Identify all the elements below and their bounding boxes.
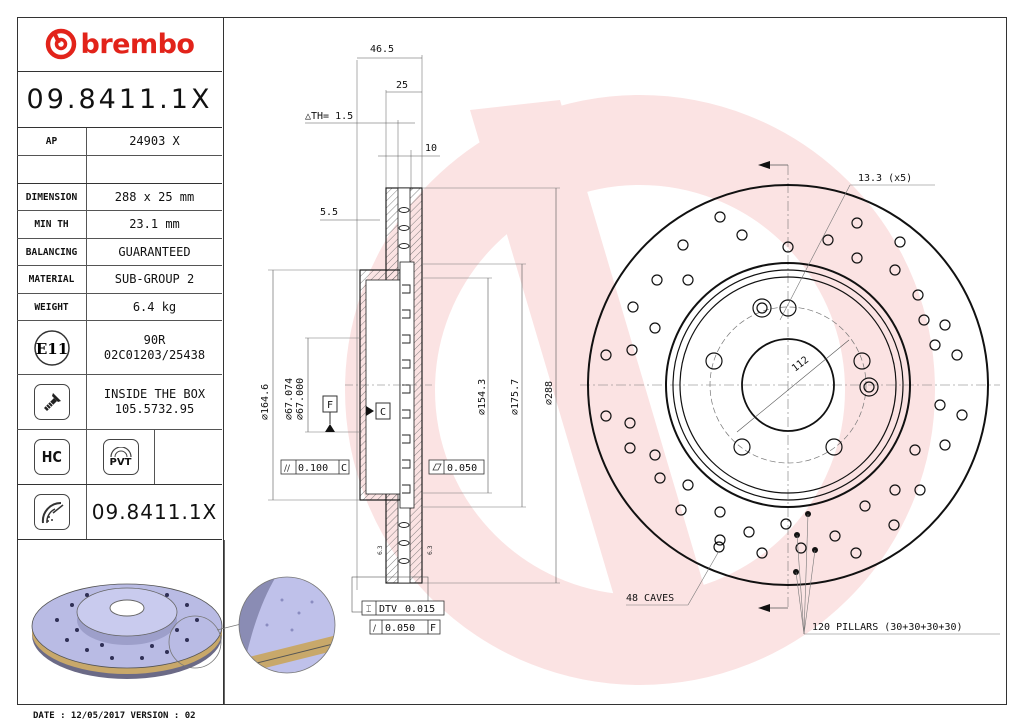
dtv-tolerance: ⌶ DTV 0.015	[351, 576, 445, 616]
spec-label: BALANCING	[17, 239, 87, 265]
svg-text:⌀67.074: ⌀67.074	[284, 378, 295, 420]
inside-box-label: INSIDE THE BOX	[103, 387, 206, 401]
caves-callout: 48 CAVES	[626, 593, 674, 604]
spec-sidebar: brembo 09.8411.1X AP 24903 X DIMENSION 2…	[17, 17, 224, 705]
logo-row: brembo	[17, 17, 222, 72]
spec-label: AP	[17, 128, 87, 155]
spec-row-empty	[17, 156, 222, 184]
svg-text:6.3: 6.3	[427, 545, 434, 555]
spec-label	[17, 156, 87, 183]
reference-part-number: 09.8411.1X	[91, 499, 218, 524]
pillars-callout: 120 PILLARS (30+30+30+30)	[812, 622, 963, 633]
spec-value: SUB-GROUP 2	[114, 272, 195, 286]
spec-row-weight: WEIGHT 6.4 kg	[17, 294, 222, 321]
drilled-holes	[600, 211, 968, 559]
svg-text://: //	[284, 464, 291, 474]
screw-cell	[17, 375, 87, 429]
spec-label: WEIGHT	[17, 294, 87, 320]
svg-text:⌀175.7: ⌀175.7	[510, 379, 521, 415]
spec-value: 23.1 mm	[129, 217, 180, 231]
part-number-row: 09.8411.1X	[17, 72, 222, 128]
svg-text:⌀67.000: ⌀67.000	[295, 378, 306, 420]
brand-name: brembo	[80, 28, 195, 60]
spec-row-material: MATERIAL SUB-GROUP 2	[17, 266, 222, 294]
runout-tolerance: / 0.050 F	[369, 619, 441, 635]
svg-text:⌀154.3: ⌀154.3	[477, 379, 488, 415]
svg-text:112: 112	[790, 355, 811, 375]
svg-text:/: /	[373, 624, 377, 634]
svg-text:F: F	[430, 623, 436, 634]
hc-badge-icon: HC	[33, 439, 70, 475]
reference-row: 09.8411.1X	[17, 485, 222, 540]
svg-text:46.5: 46.5	[370, 44, 394, 55]
svg-text:DTV: DTV	[379, 604, 397, 615]
homologation-code: 90R	[143, 332, 166, 347]
svg-text:5.5: 5.5	[320, 207, 338, 218]
disc-3d-image	[31, 583, 258, 679]
svg-text:E11: E11	[35, 340, 67, 358]
brembo-logo: brembo	[17, 17, 222, 71]
parallelism-tolerance: // 0.100 C	[280, 459, 350, 475]
spec-label: DIMENSION	[17, 184, 87, 210]
svg-text:6.3: 6.3	[377, 545, 384, 555]
hc-cell: HC	[17, 430, 87, 484]
flatness-tolerance: 0.050	[428, 459, 485, 475]
svg-text:⌀288: ⌀288	[544, 381, 555, 405]
spec-label: MATERIAL	[17, 266, 87, 293]
svg-text:0.050: 0.050	[447, 463, 477, 474]
spec-row-dimension: DIMENSION 288 x 25 mm	[17, 184, 222, 211]
svg-text:⌀164.6: ⌀164.6	[260, 384, 271, 420]
svg-text:0.100: 0.100	[298, 463, 328, 474]
svg-text:△TH= 1.5: △TH= 1.5	[305, 111, 353, 122]
svg-text:25: 25	[396, 80, 408, 91]
drilled-disc-icon	[33, 494, 70, 530]
pvt-cell: PVT	[87, 430, 155, 484]
spec-value: 288 x 25 mm	[114, 189, 195, 204]
disc-thumb-cell	[17, 485, 87, 539]
pillar-markers	[793, 511, 818, 575]
e11-cell: E11	[17, 321, 87, 374]
brembo-disc-icon	[45, 28, 76, 60]
section-view: 46.5 25 △TH= 1.5 10 5.5 ⌀164.6	[260, 44, 560, 635]
svg-text:0.050: 0.050	[385, 623, 415, 634]
svg-text:C: C	[380, 407, 386, 418]
spec-row-min-th: MIN TH 23.1 mm	[17, 211, 222, 239]
date-version: DATE : 12/05/2017 VERSION : 02	[33, 711, 196, 721]
pvt-badge-icon: PVT	[102, 439, 139, 475]
spec-value: 24903 X	[129, 134, 180, 148]
inside-box-row: INSIDE THE BOX 105.5732.95	[17, 375, 222, 430]
spec-label: MIN TH	[17, 211, 87, 238]
screw-icon	[33, 384, 70, 420]
spec-row-balancing: BALANCING GUARANTEED	[17, 239, 222, 266]
spec-row-ap: AP 24903 X	[17, 128, 222, 156]
bolt-hole-callout: 13.3 (x5)	[858, 173, 912, 184]
inside-box-part: 105.5732.95	[114, 402, 195, 416]
badges-row: HC PVT	[17, 430, 222, 485]
svg-text:C: C	[341, 463, 347, 474]
spec-value: 6.4 kg	[132, 299, 177, 314]
front-view: 112 13.3 (x5) 48 CAVES 120 PILLARS (30+3…	[580, 161, 1000, 635]
svg-text:0.015: 0.015	[405, 604, 435, 615]
homologation-number: 02C01203/25438	[103, 347, 206, 362]
e11-mark-icon: E11	[33, 329, 70, 366]
svg-text:F: F	[327, 400, 333, 411]
part-number: 09.8411.1X	[26, 84, 213, 115]
svg-text:⌶: ⌶	[366, 605, 371, 615]
product-render	[31, 540, 336, 705]
drawing-frame	[17, 17, 1007, 705]
homologation-row: E11 90R 02C01203/25438	[17, 321, 222, 375]
svg-text:10: 10	[425, 143, 437, 154]
spec-value: GUARANTEED	[118, 244, 191, 259]
disc-detail-zoom	[238, 576, 336, 674]
